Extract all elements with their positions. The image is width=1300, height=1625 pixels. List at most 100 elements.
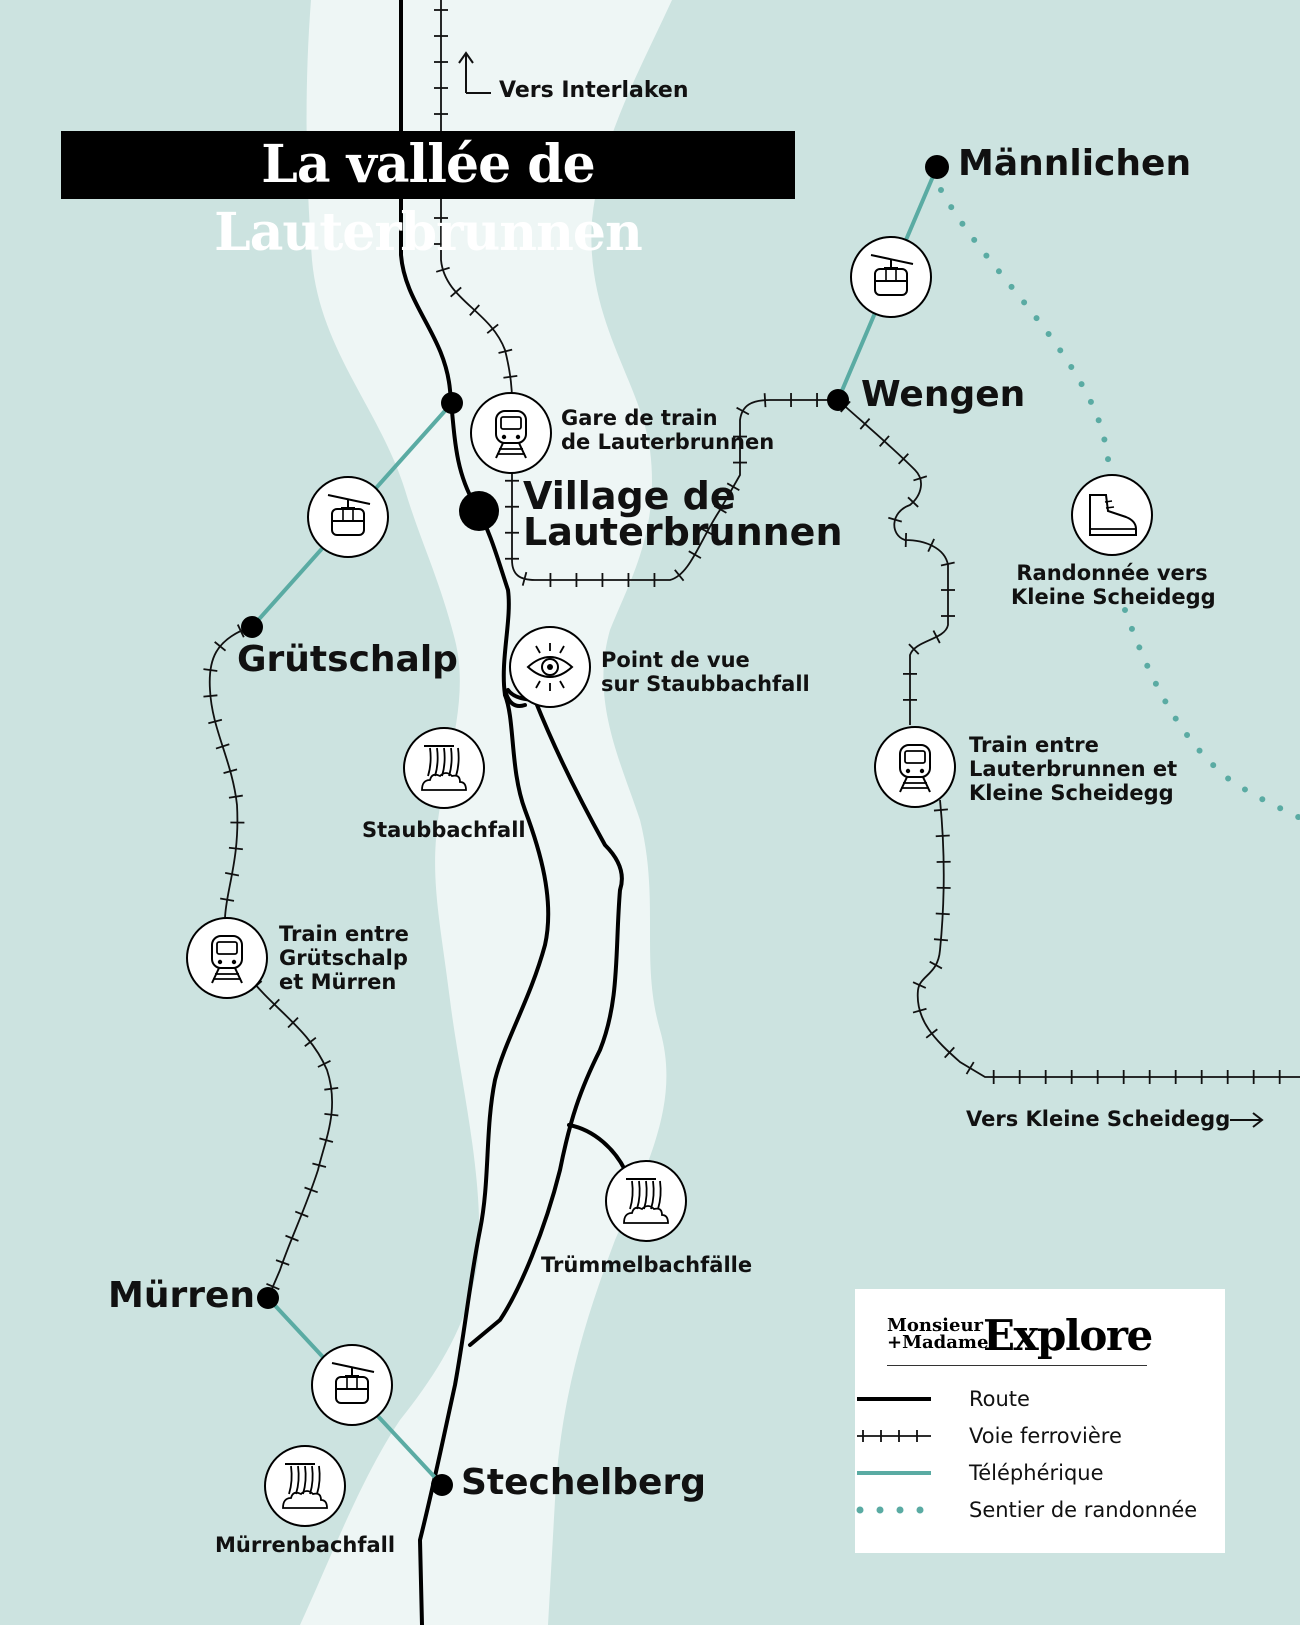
railway-tie	[220, 897, 235, 902]
railway-tie	[486, 323, 499, 334]
train-icon-grutschalp-murren	[186, 917, 268, 999]
railway-tie	[285, 1234, 299, 1242]
railway-tie	[521, 571, 528, 586]
poi-hike-line1: Randonnée vers	[1016, 561, 1208, 585]
railway-tie	[228, 846, 243, 851]
interlaken-arrow-icon	[458, 51, 491, 94]
railway-tie	[203, 694, 218, 698]
railway-tie	[266, 1283, 280, 1291]
place-stechelberg: Stechelberg	[461, 1462, 706, 1503]
railway-tie	[763, 393, 767, 408]
place-murren: Mürren	[108, 1275, 256, 1316]
railway-tie	[312, 1162, 327, 1168]
poi-train-gm-line3: et Mürren	[279, 970, 397, 994]
railway-symbol-icon	[857, 1430, 931, 1442]
map-title: La vallée de Lauterbrunnen	[61, 131, 795, 263]
railway-tie	[888, 516, 903, 523]
grutschalp-dot	[241, 616, 263, 638]
lauterbrunnen-cable-dot	[441, 392, 463, 414]
railway-tie	[859, 418, 871, 430]
railway-tie	[294, 1210, 309, 1218]
railway-tie	[912, 981, 927, 989]
poi-hike-line2: Kleine Scheidegg	[1011, 585, 1216, 609]
railway-tie	[713, 505, 727, 514]
legend-item-railway: Voie ferrovière	[855, 1422, 1225, 1450]
railway-tie	[898, 453, 909, 465]
interlaken-direction: Vers Interlaken	[499, 78, 689, 103]
railway-tie	[935, 834, 950, 838]
brand-small-line2: +Madame	[887, 1332, 989, 1353]
railway-tie	[224, 872, 240, 877]
railway-tie	[498, 348, 513, 354]
railway-tie	[236, 624, 245, 638]
railway-tie	[944, 1046, 955, 1059]
poi-gare-line1: Gare de train	[561, 406, 718, 430]
hiking-trail	[938, 187, 1300, 821]
railway-tie	[228, 794, 243, 799]
railway-tie	[907, 496, 919, 508]
railway-tie	[324, 1113, 339, 1117]
poi-hike: Randonnée vers Kleine Scheidegg	[1011, 561, 1216, 609]
wengen-dot	[827, 389, 849, 411]
railway-tie	[275, 1259, 290, 1266]
legend-label-hiking-trail: Sentier de randonnée	[969, 1498, 1198, 1522]
railway-tie	[935, 912, 950, 916]
poi-train-gm-line1: Train entre	[279, 922, 409, 946]
cable-car-icon-mannlichen	[850, 236, 932, 318]
place-village: Village de Lauterbrunnen	[523, 474, 843, 554]
railway-tie	[319, 1137, 334, 1143]
village-line1: Village de	[523, 474, 736, 518]
cable-car-icon-murren	[311, 1344, 393, 1426]
railway-tie	[304, 1186, 318, 1194]
road-symbol-icon	[857, 1397, 931, 1401]
legend-label-cable-car: Téléphérique	[969, 1461, 1104, 1485]
railway-tie	[287, 1016, 299, 1029]
railway-tie	[700, 527, 714, 536]
kleine-scheidegg-arrow-icon	[1230, 1112, 1264, 1128]
poi-train-ks-line3: Kleine Scheidegg	[969, 781, 1174, 805]
legend-label-road: Route	[969, 1387, 1030, 1411]
railway-tie	[913, 475, 928, 482]
train-icon-gare	[470, 392, 552, 474]
railway-tie	[469, 304, 480, 316]
poi-viewpoint-line2: sur Staubbachfall	[601, 672, 810, 696]
railway-tie	[688, 550, 702, 559]
train-icon-kleine-scheidegg	[874, 726, 956, 808]
railway-tie	[932, 630, 941, 644]
brand-small: Monsieur +Madame	[887, 1317, 989, 1353]
hiking-trail-symbol-icon	[856, 1506, 924, 1514]
railway-tie	[208, 718, 223, 725]
railway-tie	[317, 1059, 331, 1068]
waterfall-icon-murrenbach	[264, 1445, 346, 1527]
railway-tie	[736, 406, 750, 416]
valley-floor	[300, 0, 672, 1625]
railway-tie	[503, 374, 518, 379]
railway-tie	[726, 482, 740, 492]
legend-item-hiking-trail: Sentier de randonnée	[855, 1496, 1225, 1524]
poi-staubbachfall: Staubbachfall	[362, 818, 526, 842]
cable-car-symbol-icon	[857, 1471, 931, 1475]
murren-dot	[257, 1287, 279, 1309]
railway-tie	[435, 266, 450, 273]
village-dot	[459, 491, 499, 531]
railway-tie	[214, 641, 227, 652]
railway-tie	[927, 538, 935, 552]
poi-train-gm-line2: Grütschalp	[279, 946, 408, 970]
railway-tie	[933, 808, 948, 812]
poi-gare: Gare de train de Lauterbrunnen	[561, 406, 774, 454]
village-line2: Lauterbrunnen	[523, 510, 843, 554]
railway-tie	[908, 643, 920, 655]
railway-tie	[933, 938, 949, 942]
mannlichen-dot	[925, 155, 949, 179]
poi-gare-line2: de Lauterbrunnen	[561, 430, 775, 454]
stechelberg-dot	[431, 1474, 453, 1496]
railway-tie	[965, 1061, 975, 1075]
poi-train-ks-line1: Train entre	[969, 733, 1099, 757]
poi-viewpoint: Point de vue sur Staubbachfall	[601, 648, 810, 696]
poi-trummelbach: Trümmelbachfälle	[541, 1253, 753, 1277]
railway-tie	[223, 768, 238, 774]
railway-tie	[912, 1007, 927, 1014]
legend-label-railway: Voie ferrovière	[969, 1424, 1122, 1448]
railway-tie	[203, 668, 218, 672]
